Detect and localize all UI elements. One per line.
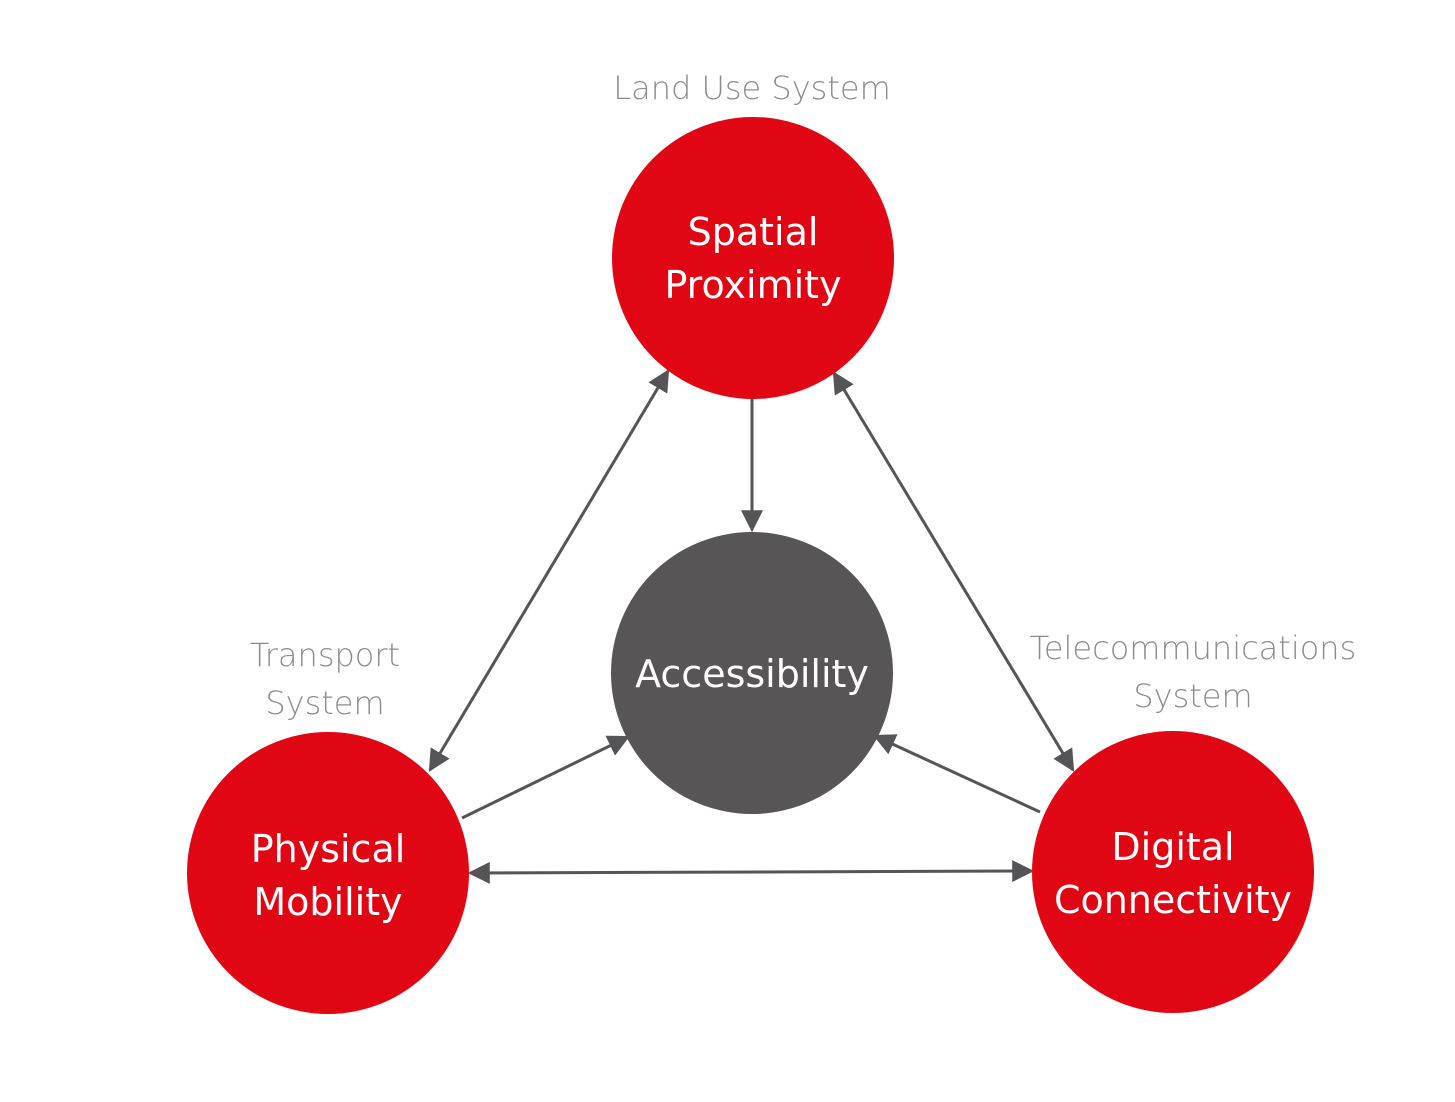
- land-use-system-label: Land Use System: [613, 69, 890, 107]
- arrow-connectivity-to-accessibility: [873, 734, 1041, 814]
- telecom-system-label-line1: Telecommunications: [1030, 629, 1357, 667]
- arrow-mobility-to-accessibility: [461, 735, 630, 820]
- spatial-proximity-label-line1: Spatial: [688, 210, 819, 254]
- digital-connectivity-label-line2: Connectivity: [1054, 878, 1292, 922]
- node-digital-connectivity: Digital Connectivity: [1032, 731, 1314, 1013]
- arrow-spatial-connectivity: [832, 371, 1075, 772]
- spatial-proximity-label-line2: Proximity: [664, 263, 841, 307]
- arrow-mobility-connectivity: [467, 860, 1035, 884]
- node-accessibility: Accessibility: [611, 532, 893, 814]
- digital-connectivity-circle: [1032, 731, 1314, 1013]
- physical-mobility-circle: [187, 732, 469, 1014]
- node-physical-mobility: Physical Mobility: [187, 732, 469, 1014]
- telecom-system-label-line2: System: [1133, 677, 1252, 715]
- spatial-proximity-circle: [612, 117, 894, 399]
- transport-system-label-line2: System: [265, 684, 384, 722]
- physical-mobility-label-line1: Physical: [251, 827, 406, 871]
- digital-connectivity-label-line1: Digital: [1111, 825, 1234, 869]
- arrow-spatial-mobility: [428, 369, 670, 772]
- accessibility-circle: [611, 532, 893, 814]
- accessibility-label: Accessibility: [635, 652, 869, 696]
- connectors: [428, 369, 1075, 884]
- node-spatial-proximity: Spatial Proximity: [612, 117, 894, 399]
- physical-mobility-label-line2: Mobility: [253, 880, 402, 924]
- transport-system-label-line1: Transport: [250, 636, 400, 674]
